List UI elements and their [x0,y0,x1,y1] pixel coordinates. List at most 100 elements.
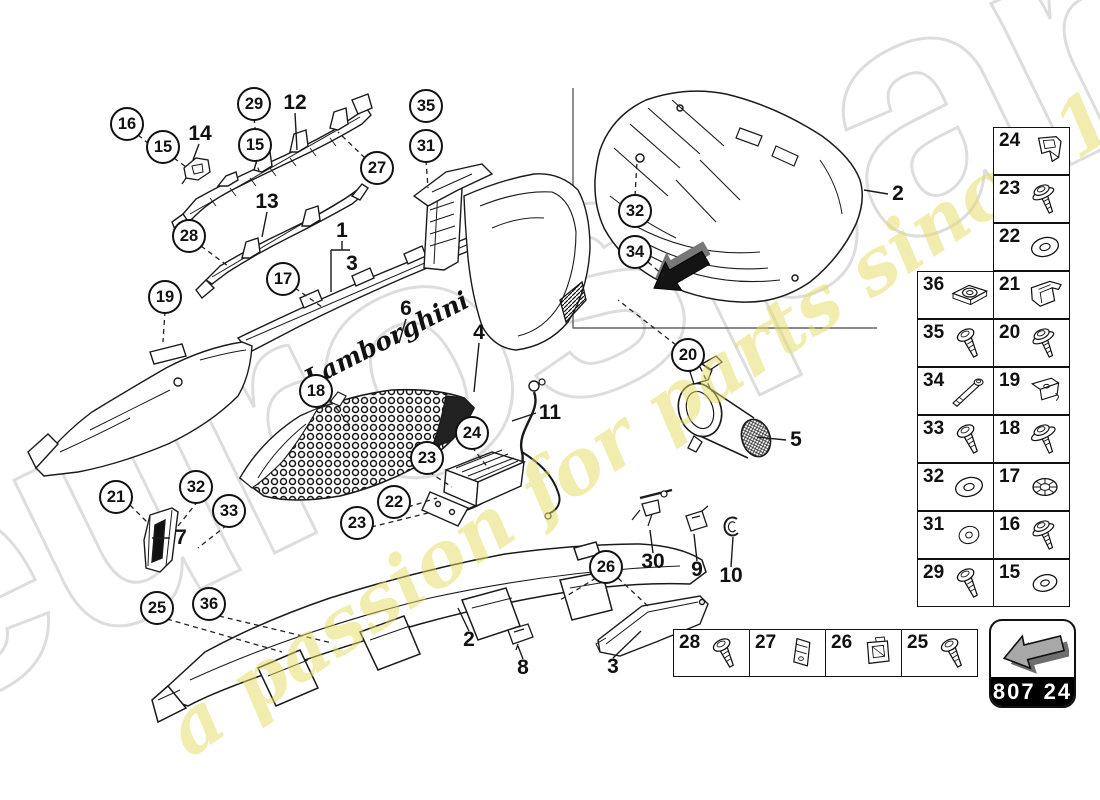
arrow-area [991,621,1074,677]
control-module [421,449,527,527]
legend-number: 21 [999,274,1021,295]
screw-washer-icon [1021,514,1069,556]
legend-number: 31 [923,514,945,535]
legend-cell-20[interactable]: 20 [993,319,1070,367]
legend-cell-21[interactable]: 21 [993,271,1070,319]
part-label-3[interactable]: 3 [346,252,358,275]
legend-cell-28[interactable]: 28 [673,629,750,677]
legend-number: 32 [923,466,945,487]
legend-cell-24[interactable]: 24 [993,127,1070,175]
part-label-4[interactable]: 4 [473,321,485,344]
legend-cell-23[interactable]: 23 [993,175,1070,223]
legend-cell-32[interactable]: 32 [917,463,994,511]
callout-15[interactable]: 15 [146,130,180,164]
callout-26[interactable]: 26 [589,550,623,584]
clip-part8 [507,623,534,651]
wheel-arch-liner [27,341,253,477]
legend-number: 27 [755,632,777,653]
callout-22[interactable]: 22 [377,485,411,519]
part-label-3[interactable]: 3 [607,655,619,678]
legend-cell-25[interactable]: 25 [901,629,978,677]
legend-cell-27[interactable]: 27 [749,629,826,677]
callout-32[interactable]: 32 [179,470,213,504]
part-code-box[interactable]: 807 24 [989,619,1076,708]
part-label-2[interactable]: 2 [463,628,475,651]
callout-36[interactable]: 36 [192,587,226,621]
callout-19[interactable]: 19 [148,280,182,314]
part-label-30[interactable]: 30 [641,550,665,573]
screw-washer-icon [1021,178,1069,220]
ring-part10 [723,516,739,537]
sensor-part30 [631,488,673,527]
subdiagram-frame [572,88,877,329]
callout-18[interactable]: 18 [299,374,333,408]
callout-29[interactable]: 29 [237,87,271,121]
legend-number: 23 [999,178,1021,199]
callout-21[interactable]: 21 [99,480,133,514]
legend-number: 22 [999,226,1021,247]
callout-35[interactable]: 35 [409,89,443,123]
screw-icon [701,632,749,674]
legend-number: 16 [999,514,1021,535]
callout-16[interactable]: 16 [110,107,144,141]
legend-cell-15[interactable]: 15 [993,559,1070,607]
part-label-13[interactable]: 13 [255,190,279,213]
bumper-part1 [236,163,591,353]
callout-24[interactable]: 24 [455,416,489,450]
part-label-12[interactable]: 12 [283,91,307,114]
legend-cell-17[interactable]: 17 [993,463,1070,511]
part-label-1[interactable]: 1 [336,219,348,242]
callout-23[interactable]: 23 [410,441,444,475]
legend-number: 33 [923,418,945,439]
legend-cell-19[interactable]: 19 [993,367,1070,415]
part-label-14[interactable]: 14 [188,122,212,145]
legend-number: 29 [923,562,945,583]
callout-32[interactable]: 32 [618,194,652,228]
callout-17[interactable]: 17 [266,262,300,296]
cage-nut-icon [945,274,993,316]
part-label-2[interactable]: 2 [892,182,904,205]
diffuser-panel-part2 [594,90,863,303]
legend-cell-35[interactable]: 35 [917,319,994,367]
part-label-7[interactable]: 7 [175,526,187,549]
callout-15[interactable]: 15 [238,128,272,162]
callout-25[interactable]: 25 [140,591,174,625]
callout-33[interactable]: 33 [212,494,246,528]
part-label-5[interactable]: 5 [790,428,802,451]
part-label-8[interactable]: 8 [517,656,529,679]
screw-icon [945,418,993,460]
part-label-11[interactable]: 11 [538,401,562,424]
screw-icon [945,562,993,604]
callout-34[interactable]: 34 [618,235,652,269]
legend-number: 19 [999,370,1021,391]
legend-number: 25 [907,632,929,653]
exhaust-finisher-part5 [677,355,772,459]
legend-cell-29[interactable]: 29 [917,559,994,607]
callout-23[interactable]: 23 [340,506,374,540]
square-clip-icon [853,632,901,674]
legend-cell-18[interactable]: 18 [993,415,1070,463]
leader-lines-solid [152,112,889,660]
part-label-6[interactable]: 6 [400,297,412,320]
legend-cell-36[interactable]: 36 [917,271,994,319]
screw-icon [929,632,977,674]
callout-27[interactable]: 27 [360,151,394,185]
legend-cell-26[interactable]: 26 [825,629,902,677]
part-label-10[interactable]: 10 [719,564,743,587]
legend-number: 26 [831,632,853,653]
plate-part3 [595,595,709,657]
legend-number: 18 [999,418,1021,439]
legend-cell-22[interactable]: 22 [993,223,1070,271]
legend-cell-16[interactable]: 16 [993,511,1070,559]
callout-28[interactable]: 28 [172,219,206,253]
screw-big-washer-icon [1021,418,1069,460]
washer-large-icon [1021,226,1069,268]
callout-31[interactable]: 31 [409,129,443,163]
legend-cell-31[interactable]: 31 [917,511,994,559]
part-label-9[interactable]: 9 [691,558,703,581]
legend-number: 24 [999,130,1021,151]
callout-20[interactable]: 20 [671,338,705,372]
legend-cell-33[interactable]: 33 [917,415,994,463]
legend-cell-34[interactable]: 34 [917,367,994,415]
